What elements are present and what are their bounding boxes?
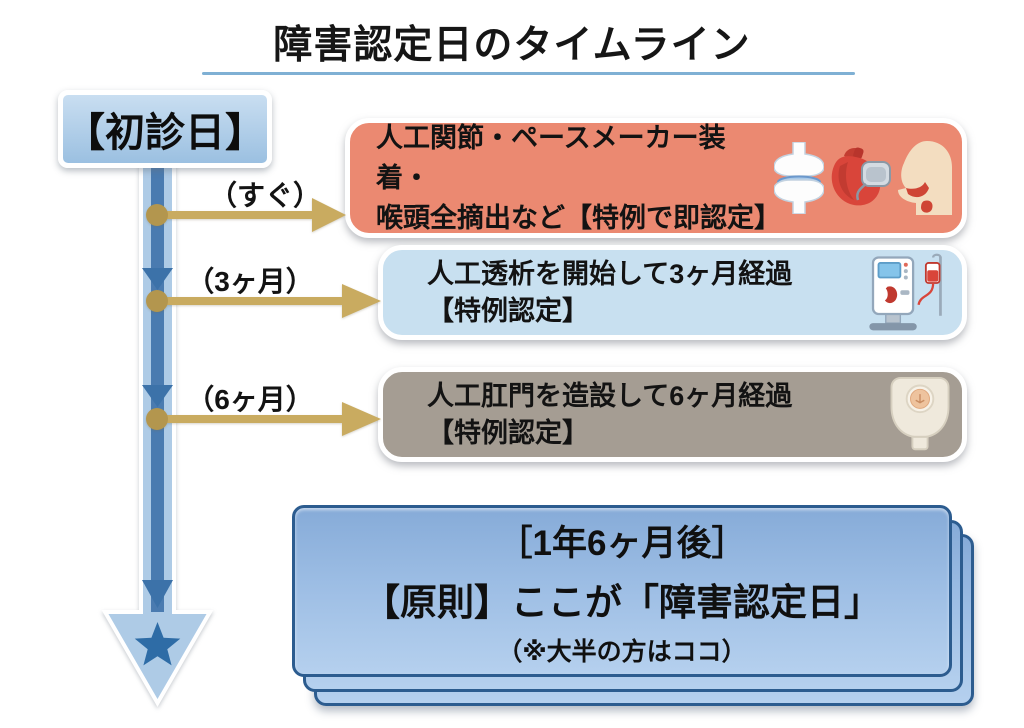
special-case-box-immediate: 人工関節・ペースメーカー装着・ 喉頭全摘出など【特例で即認定】 <box>345 118 967 238</box>
pacemaker-heart-icon <box>831 147 891 206</box>
result-main-text: 【原則】ここが「障害認定日」 <box>363 581 881 623</box>
arrow-right-icon <box>312 198 346 232</box>
arrow-right-icon <box>342 402 381 436</box>
page-title: 障害認定日のタイムライン <box>273 24 751 67</box>
chevron-down-icon <box>142 580 173 608</box>
result-note: （※大半の方はココ） <box>497 637 747 666</box>
ostomy-bag-icon <box>890 376 950 450</box>
delay-label-3months: （3ヶ月） <box>186 266 314 297</box>
principle-certification-date-card: ［1年6ヶ月後］ 【原則】ここが「障害認定日」 （※大半の方はココ） <box>292 505 952 677</box>
artificial-joint-icon <box>774 142 824 214</box>
text-line: 人工透析を開始して3ヶ月経過 <box>427 258 793 289</box>
text-line: 人工肛門を造設して6ヶ月経過 <box>427 380 793 411</box>
dialysis-machine-icon <box>869 253 942 330</box>
branch-arrow-3months <box>146 284 381 318</box>
branch-arrow-immediate <box>146 198 346 232</box>
timeline-axis-arrow <box>101 160 214 708</box>
special-case-box-colostomy: 人工肛門を造設して6ヶ月経過 【特例認定】 <box>378 367 967 462</box>
text-line: 人工関節・ペースメーカー装着・ <box>376 123 726 193</box>
branch-arrow-6months <box>146 402 381 436</box>
result-period: ［1年6ヶ月後］ <box>497 523 747 563</box>
text-line: 【特例認定】 <box>427 417 589 448</box>
first-exam-date-box: 【初診日】 <box>58 90 272 168</box>
branch-dot <box>146 204 168 226</box>
star-icon <box>134 622 181 666</box>
medical-icons <box>774 141 962 215</box>
special-case-text: 人工透析を開始して3ヶ月経過 【特例認定】 <box>383 256 792 330</box>
branch-dot <box>146 408 168 430</box>
branch-dot <box>146 290 168 312</box>
chevron-down-icon <box>142 385 173 407</box>
medical-icons <box>888 376 962 454</box>
delay-label-immediate: （すぐ） <box>208 180 321 211</box>
arrow-right-icon <box>342 284 381 318</box>
title-underline <box>202 72 855 75</box>
delay-label-6months: （6ヶ月） <box>186 384 314 415</box>
special-case-box-dialysis: 人工透析を開始して3ヶ月経過 【特例認定】 <box>378 245 967 340</box>
larynx-removal-icon <box>898 141 952 215</box>
chevron-down-icon <box>142 268 173 290</box>
text-line: 【特例認定】 <box>427 295 589 326</box>
special-case-text: 人工関節・ペースメーカー装着・ 喉頭全摘出など【特例で即認定】 <box>350 118 781 238</box>
special-case-text: 人工肛門を造設して6ヶ月経過 【特例認定】 <box>383 378 792 452</box>
medical-icons <box>856 252 962 334</box>
text-line: 喉頭全摘出など【特例で即認定】 <box>376 203 781 233</box>
